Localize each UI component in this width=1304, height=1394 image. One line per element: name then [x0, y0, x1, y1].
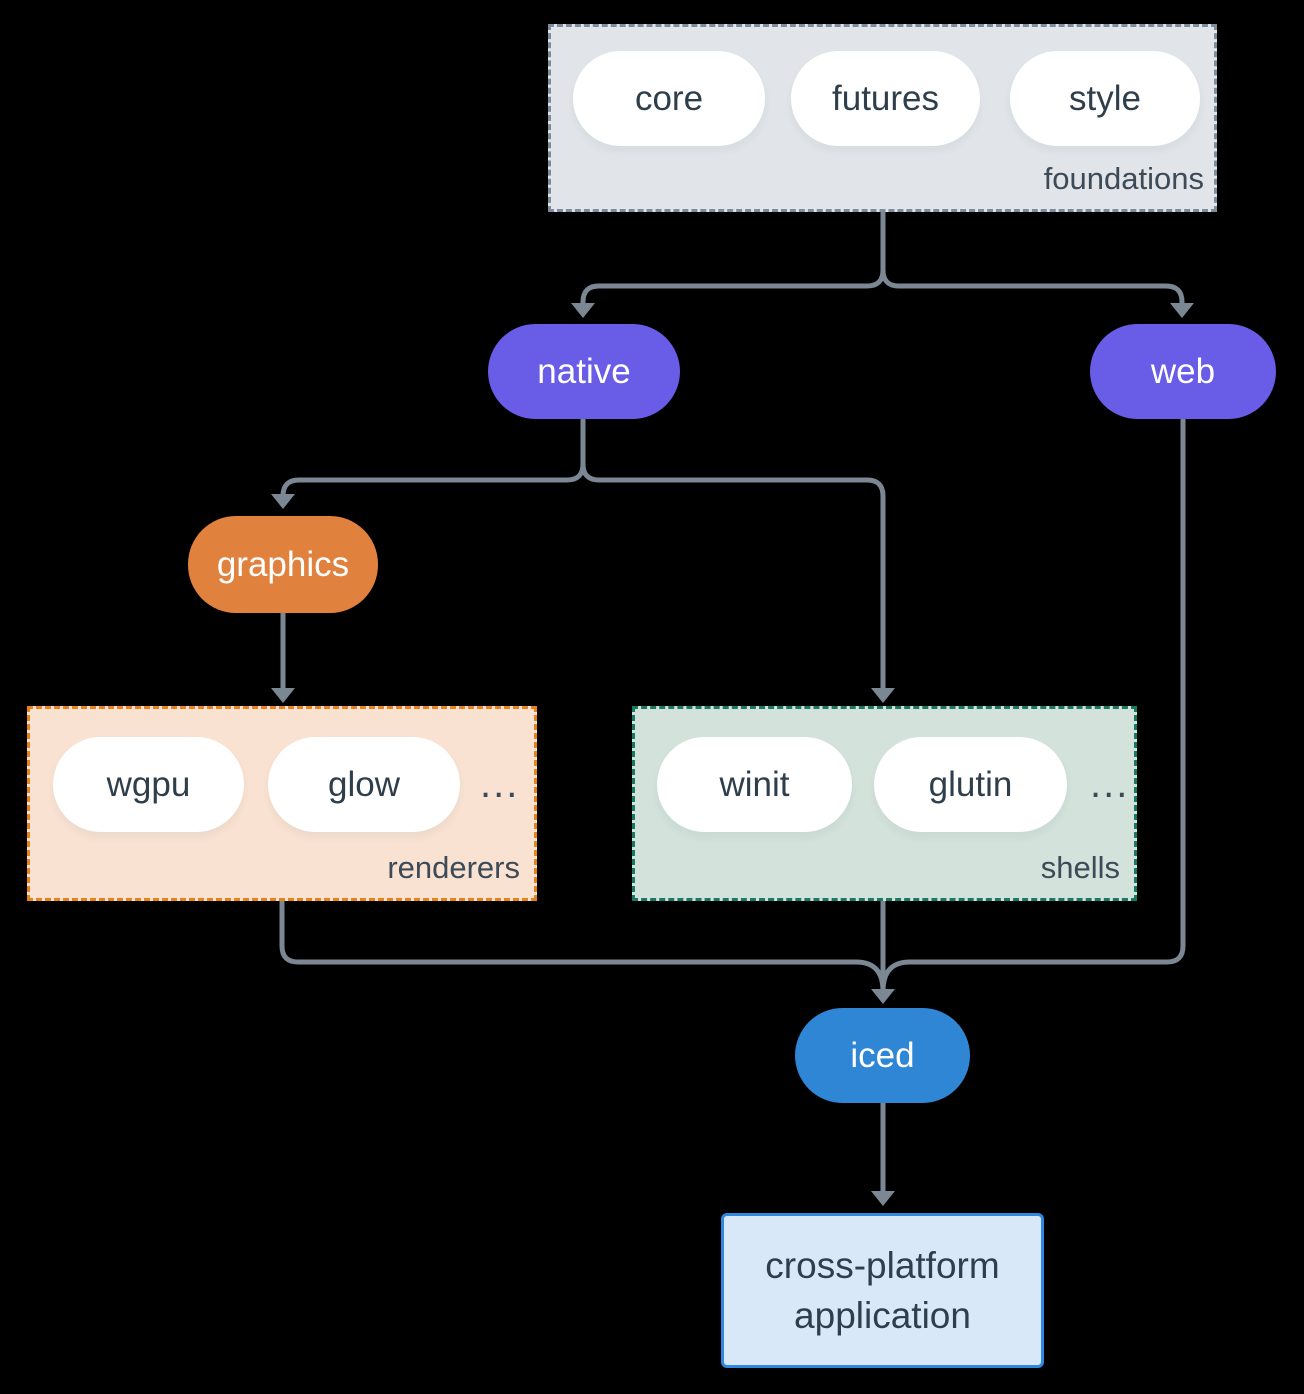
edge-renderers-iced [279, 901, 886, 992]
group-renderers: wgpu glow ... renderers [27, 706, 537, 901]
node-winit: winit [657, 737, 852, 832]
renderers-ellipsis: ... [480, 762, 520, 806]
node-native: native [488, 324, 680, 419]
node-core: core [573, 51, 765, 146]
node-web: web [1090, 324, 1276, 419]
arrowhead-shells [871, 688, 895, 703]
node-style: style [1010, 51, 1200, 146]
edge-native-graphics [280, 419, 586, 497]
node-cross-platform-application: cross-platform application [721, 1213, 1044, 1368]
arrowhead-renderers [271, 688, 295, 703]
arrowhead-graphics [271, 494, 295, 509]
arrowhead-application [871, 1191, 895, 1206]
node-iced: iced [795, 1008, 970, 1103]
edge-web-iced [880, 419, 1186, 992]
edge-foundations-web [880, 269, 1185, 305]
group-label-shells: shells [1040, 850, 1120, 885]
arrowhead-web [1170, 303, 1194, 318]
arrowhead-native [571, 303, 595, 318]
group-label-renderers: renderers [387, 850, 520, 885]
node-glutin: glutin [874, 737, 1067, 832]
shells-ellipsis: ... [1090, 762, 1130, 806]
node-graphics: graphics [188, 516, 378, 613]
group-shells: winit glutin ... shells [632, 706, 1137, 901]
node-glow: glow [268, 737, 460, 832]
node-wgpu: wgpu [53, 737, 244, 832]
node-futures: futures [791, 51, 980, 146]
app-label-line2: application [794, 1294, 971, 1336]
arrowhead-iced [871, 989, 895, 1004]
group-foundations: core futures style foundations [548, 24, 1217, 212]
group-label-foundations: foundations [1043, 161, 1204, 196]
edge-foundations-native [580, 212, 886, 305]
edge-native-shells [580, 463, 886, 690]
app-label-line1: cross-platform [765, 1244, 1000, 1286]
